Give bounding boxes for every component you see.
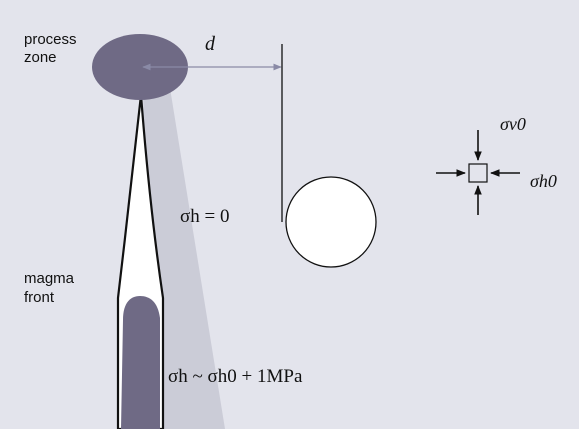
magma-front-label-line2: front (24, 289, 55, 306)
sigma-h-approx-label: σh ~ σh0 + 1MPa (168, 366, 303, 387)
magma-fill (121, 296, 160, 429)
sigma-h-zero-label: σh = 0 (180, 206, 229, 227)
process-zone-label-line1: process (24, 31, 77, 48)
borehole-circle (285, 176, 377, 268)
process-zone-label-line2: zone (24, 49, 57, 66)
sigma-h0-label: σh0 (530, 171, 557, 191)
sigma-v0-label: σv0 (500, 114, 526, 134)
distance-label: d (205, 33, 216, 55)
magma-front-label-line1: magma (24, 270, 75, 287)
process-zone-ellipse (92, 34, 188, 100)
stress-element-icon (436, 130, 520, 215)
